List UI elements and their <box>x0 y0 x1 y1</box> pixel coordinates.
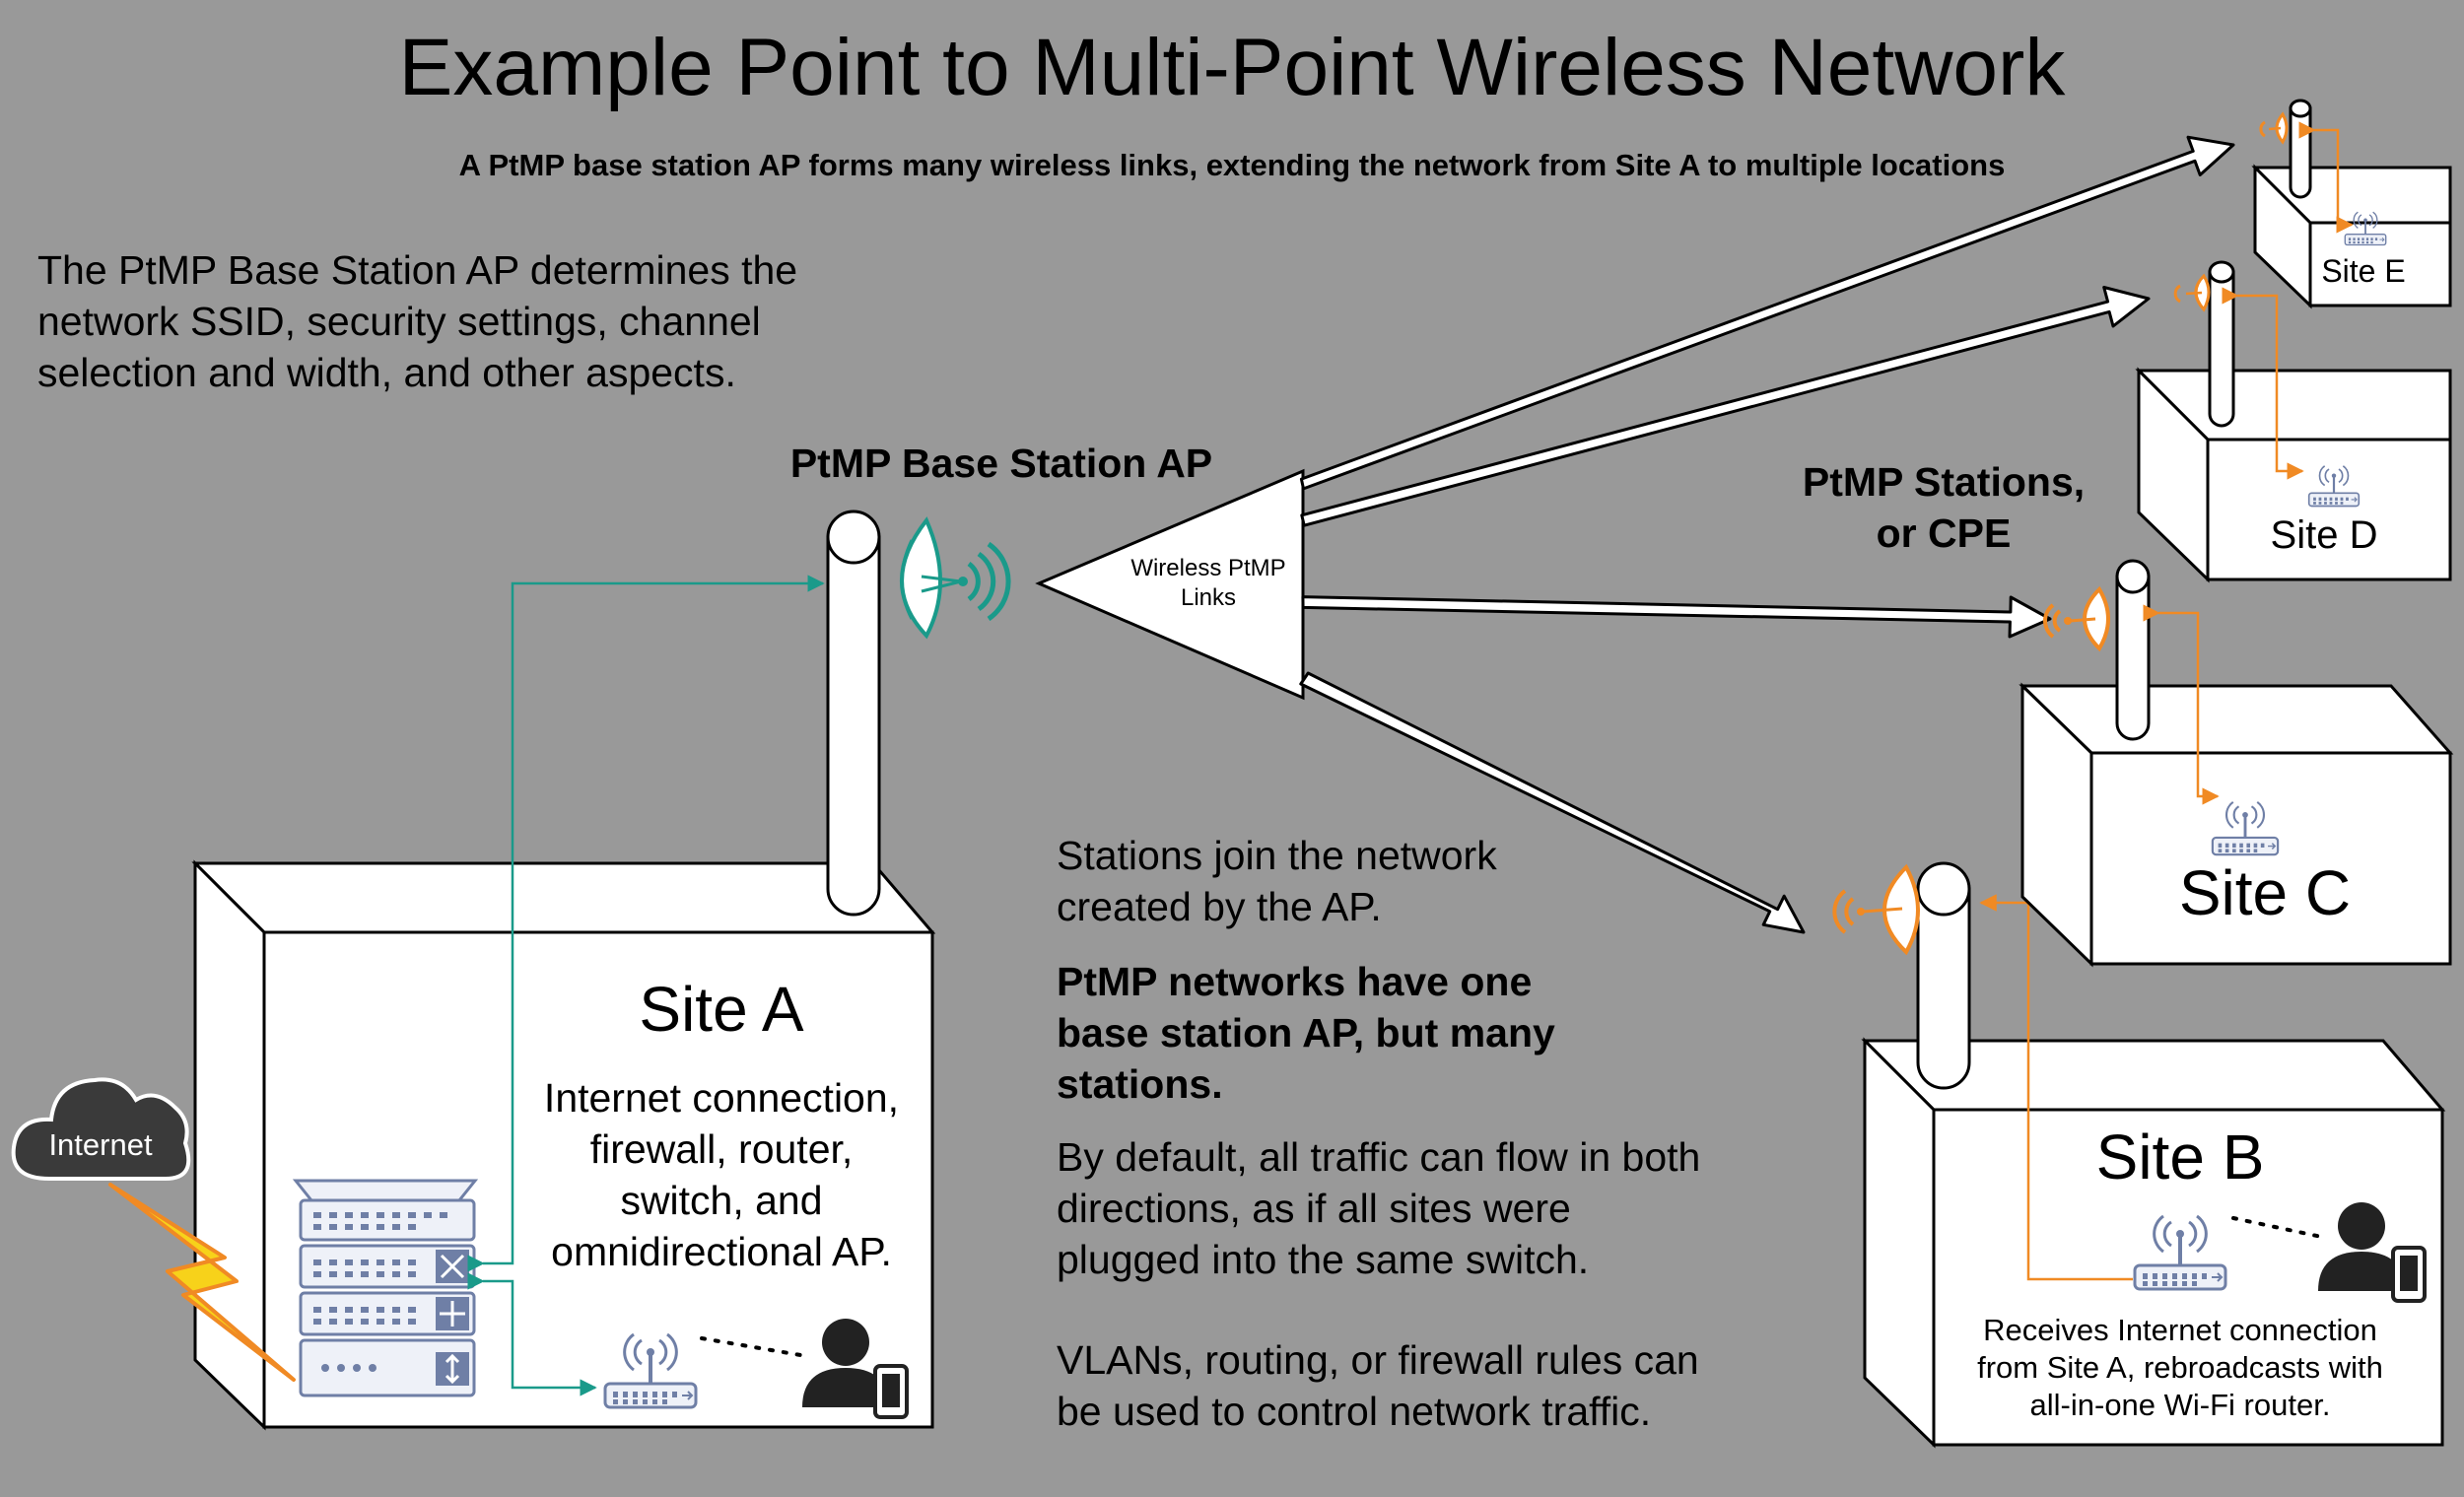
site-c-connection <box>2143 604 2220 805</box>
wireless-links-shape <box>1035 468 1305 701</box>
stations-note-bold-line: stations. <box>1057 1061 1223 1107</box>
site-a-desc-line: Internet connection, <box>544 1075 899 1121</box>
site-b-desc-line: Receives Internet connection <box>1983 1313 2377 1347</box>
site-c-name: Site C <box>2179 857 2351 928</box>
stations-note-bold-line: PtMP networks have one <box>1057 959 1532 1004</box>
site-b-user-icon <box>2318 1202 2427 1303</box>
internet-cloud-icon <box>11 1077 191 1181</box>
site-a-user-icon <box>802 1319 909 1419</box>
server-stack-icon <box>292 1179 479 1397</box>
site-c-mast <box>2115 559 2151 741</box>
ap-note-line: The PtMP Base Station AP determines the <box>37 247 797 293</box>
site-b-name: Site B <box>2096 1122 2265 1192</box>
site-b-connection <box>1979 894 2133 1281</box>
ap-note: The PtMP Base Station AP determines the … <box>37 247 797 395</box>
stations-note-line: plugged into the same switch. <box>1057 1237 1589 1282</box>
site-a-wifi-dots <box>700 1336 808 1358</box>
base-station-label: PtMP Base Station AP <box>790 441 1212 486</box>
stations-note-line: created by the AP. <box>1057 884 1382 929</box>
lightning-bolt-icon <box>108 1183 296 1382</box>
site-d-dish-icon <box>2173 273 2211 312</box>
site-b-wifi-dots <box>2231 1216 2328 1240</box>
site-a-connections <box>467 575 825 1396</box>
stations-note-bold-line: base station AP, but many <box>1057 1010 1555 1055</box>
ap-note-line: selection and width, and other aspects. <box>37 350 736 395</box>
site-e-connection <box>2298 121 2354 234</box>
site-d-mast <box>2208 260 2235 428</box>
site-d-name: Site D <box>2271 513 2378 557</box>
stations-label-line: or CPE <box>1877 510 2012 556</box>
stations-note-line: By default, all traffic can flow in both <box>1057 1134 1700 1180</box>
site-e-dish-icon <box>2259 111 2289 145</box>
site-d-connection <box>2222 287 2304 480</box>
internet-label: Internet <box>48 1127 153 1162</box>
diagram-subtitle: A PtMP base station AP forms many wirele… <box>459 148 2006 182</box>
stations-label-line: PtMP Stations, <box>1803 459 2085 505</box>
site-a-desc-line: firewall, router, <box>590 1126 854 1172</box>
links-label-line: Links <box>1181 584 1236 611</box>
site-b-mast <box>1916 861 1971 1090</box>
site-b-dish-icon <box>1832 863 1920 956</box>
site-a-desc-line: omnidirectional AP. <box>551 1229 892 1274</box>
base-station-mast <box>826 510 881 917</box>
diagram-title: Example Point to Multi-Point Wireless Ne… <box>399 23 2067 112</box>
stations-note-line: VLANs, routing, or firewall rules can <box>1057 1337 1699 1383</box>
stations-note-line: directions, as if all sites were <box>1057 1186 1571 1231</box>
ap-note-line: network SSID, security settings, channel <box>37 299 761 344</box>
site-e-name: Site E <box>2321 253 2405 289</box>
links-label-line: Wireless PtMP <box>1130 555 1285 581</box>
stations-note-line: be used to control network traffic. <box>1057 1389 1651 1434</box>
site-a-name: Site A <box>639 974 804 1045</box>
link-arrow-site-c <box>1301 595 2052 639</box>
site-c-dish-icon <box>2043 585 2110 652</box>
link-arrows <box>1299 135 2235 934</box>
site-b-desc-line: all-in-one Wi-Fi router. <box>2030 1388 2331 1422</box>
base-station-dish-icon <box>900 516 1011 640</box>
link-arrow-site-b <box>1299 671 1806 934</box>
site-b-desc-line: from Site A, rebroadcasts with <box>1977 1350 2383 1385</box>
link-arrow-site-d <box>1300 286 2151 527</box>
stations-note: Stations join the network created by the… <box>1057 833 1700 1434</box>
site-e-mast <box>2289 99 2312 199</box>
link-arrow-site-e <box>1299 135 2235 491</box>
site-a-desc-line: switch, and <box>620 1178 822 1223</box>
site-b-description: Receives Internet connection from Site A… <box>1977 1313 2383 1422</box>
stations-note-line: Stations join the network <box>1057 833 1497 878</box>
